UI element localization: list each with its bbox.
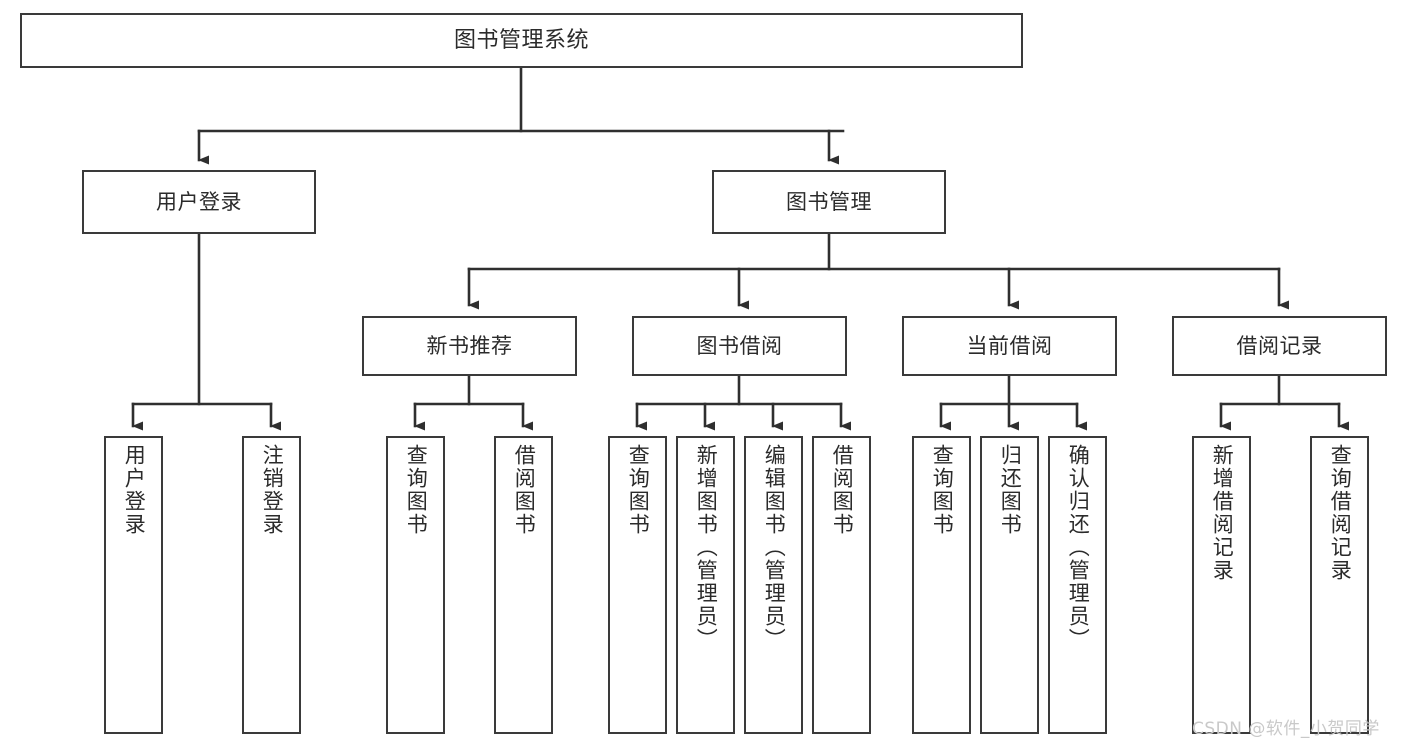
node-label: 查询借阅记录 xyxy=(1328,444,1353,582)
node-label: 归还图书 xyxy=(998,444,1023,536)
node-label: 新增图书（管理员） xyxy=(694,444,719,651)
node-root-system[interactable]: 图书管理系统 xyxy=(20,13,1023,68)
node-label: 查询图书 xyxy=(404,444,429,536)
leaf-borrow-book-borrow[interactable]: 借阅图书 xyxy=(812,436,871,734)
node-label: 编辑图书（管理员） xyxy=(762,444,787,651)
node-label: 借阅图书 xyxy=(830,444,855,536)
node-book-manage[interactable]: 图书管理 xyxy=(712,170,946,234)
node-label: 注销登录 xyxy=(260,444,285,536)
leaf-query-book-current[interactable]: 查询图书 xyxy=(912,436,971,734)
leaf-edit-book-admin[interactable]: 编辑图书（管理员） xyxy=(744,436,803,734)
node-borrow-record[interactable]: 借阅记录 xyxy=(1172,316,1387,376)
leaf-return-book[interactable]: 归还图书 xyxy=(980,436,1039,734)
node-new-book-rec[interactable]: 新书推荐 xyxy=(362,316,577,376)
node-label: 图书管理 xyxy=(786,189,872,214)
node-label: 图书管理系统 xyxy=(453,27,589,53)
node-book-borrow[interactable]: 图书借阅 xyxy=(632,316,847,376)
csdn-watermark: CSDN @软件_小贺同学 xyxy=(1192,719,1380,739)
node-label: 查询图书 xyxy=(930,444,955,536)
node-label: 新增借阅记录 xyxy=(1210,444,1235,582)
leaf-user-login[interactable]: 用户登录 xyxy=(104,436,163,734)
node-label: 当前借阅 xyxy=(966,333,1053,358)
node-label: 查询图书 xyxy=(626,444,651,536)
node-label: 用户登录 xyxy=(122,444,147,536)
node-label: 新书推荐 xyxy=(426,333,513,358)
node-label: 用户登录 xyxy=(156,189,242,214)
leaf-add-book-admin[interactable]: 新增图书（管理员） xyxy=(676,436,735,734)
node-label: 借阅图书 xyxy=(512,444,537,536)
leaf-query-book-new-rec[interactable]: 查询图书 xyxy=(386,436,445,734)
node-label: 借阅记录 xyxy=(1236,333,1323,358)
leaf-query-book-borrow[interactable]: 查询图书 xyxy=(608,436,667,734)
leaf-logout-login[interactable]: 注销登录 xyxy=(242,436,301,734)
node-label: 确认归还（管理员） xyxy=(1066,444,1091,651)
node-current-borrow[interactable]: 当前借阅 xyxy=(902,316,1117,376)
leaf-confirm-return-admin[interactable]: 确认归还（管理员） xyxy=(1048,436,1107,734)
node-user-login[interactable]: 用户登录 xyxy=(82,170,316,234)
leaf-add-borrow-record[interactable]: 新增借阅记录 xyxy=(1192,436,1251,734)
leaf-borrow-book-new-rec[interactable]: 借阅图书 xyxy=(494,436,553,734)
leaf-query-borrow-record[interactable]: 查询借阅记录 xyxy=(1310,436,1369,734)
node-label: 图书借阅 xyxy=(696,333,783,358)
